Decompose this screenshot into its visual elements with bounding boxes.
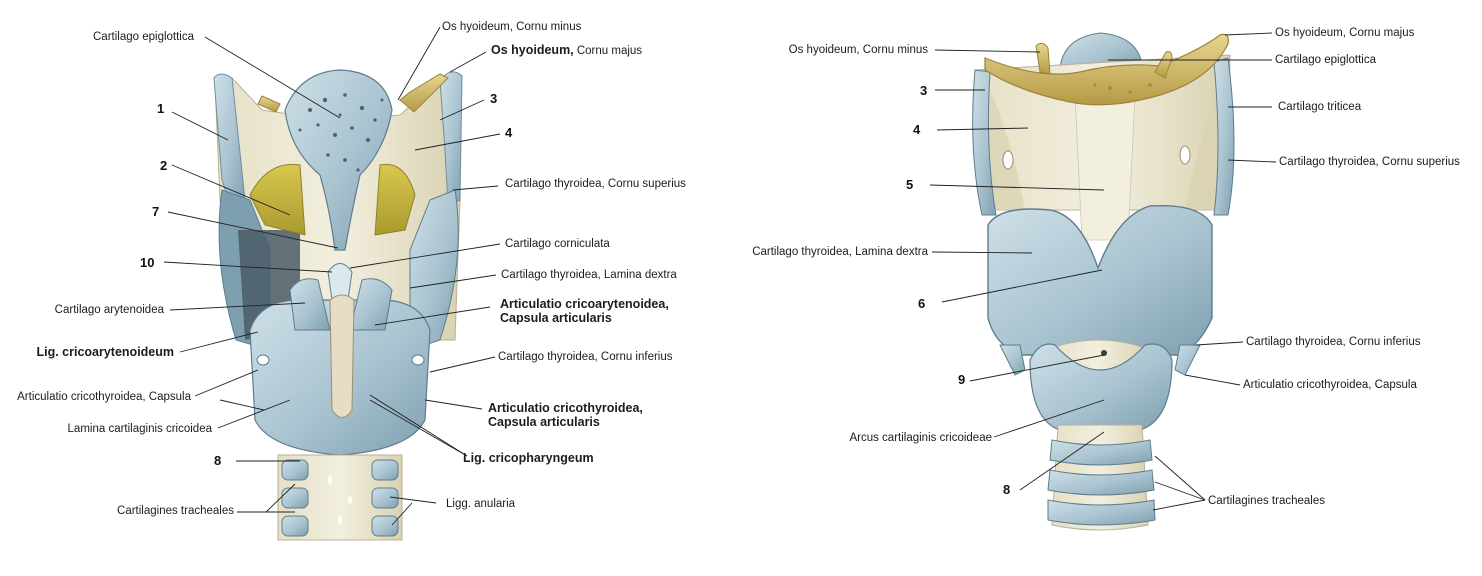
number-r-6: 6 — [918, 296, 926, 311]
number-r-3: 3 — [920, 83, 928, 98]
label-r-thyroidea-cornu-superius: Cartilago thyroidea, Cornu superius — [1279, 156, 1460, 168]
label-r-cartilago-triticea: Cartilago triticea — [1278, 101, 1362, 113]
number-8: 8 — [214, 453, 222, 468]
number-4: 4 — [505, 125, 513, 140]
left-larynx-drawing — [213, 69, 463, 541]
label-thyroidea-cornu-inferius: Cartilago thyroidea, Cornu inferius — [498, 351, 673, 363]
label-cricothyroidea-capsula-articularis: Articulatio cricothyroidea, Capsula arti… — [488, 401, 643, 429]
number-r-8: 8 — [1003, 482, 1011, 497]
label-r-os-hyoideum-cornu-minus: Os hyoideum, Cornu minus — [788, 44, 928, 56]
label-r-thyroidea-cornu-inferius: Cartilago thyroidea, Cornu inferius — [1246, 336, 1421, 348]
label-cricoarytenoidea-capsula: Articulatio cricoarytenoidea, Capsula ar… — [500, 297, 669, 325]
label-cartilago-corniculata: Cartilago corniculata — [505, 238, 610, 250]
label-r-cartilagines-tracheales: Cartilagines tracheales — [1208, 495, 1325, 507]
number-10: 10 — [140, 255, 155, 270]
label-cartilago-arytenoidea: Cartilago arytenoidea — [54, 304, 164, 316]
label-thyroidea-lamina-dextra: Cartilago thyroidea, Lamina dextra — [501, 269, 677, 281]
number-r-4: 4 — [913, 122, 921, 137]
number-2: 2 — [160, 158, 168, 173]
number-1: 1 — [157, 101, 165, 116]
label-r-cricothyroidea-capsula: Articulatio cricothyroidea, Capsula — [1243, 379, 1417, 391]
right-larynx-drawing — [972, 32, 1235, 531]
label-lamina-cricoidea: Lamina cartilaginis cricoidea — [67, 423, 212, 435]
label-thyroidea-cornu-superius: Cartilago thyroidea, Cornu superius — [505, 178, 686, 190]
label-cartilagines-tracheales-left: Cartilagines tracheales — [117, 505, 234, 517]
label-lig-cricoarytenoideum: Lig. cricoarytenoideum — [36, 345, 174, 359]
label-r-cartilago-epiglottica: Cartilago epiglottica — [1275, 54, 1377, 66]
right-leader-lines — [929, 32, 1277, 511]
label-os-hyoideum-cornu-minus: Os hyoideum, Cornu minus — [442, 21, 582, 33]
label-r-arcus-cricoideae: Arcus cartilaginis cricoideae — [849, 432, 992, 444]
label-cornu-majus: Cornu majus — [573, 45, 643, 57]
left-leader-lines — [163, 26, 501, 526]
label-lig-cricopharyngeum: Lig. cricopharyngeum — [463, 451, 594, 465]
label-cartilago-epiglottica: Cartilago epiglottica — [93, 31, 195, 43]
label-r-thyroidea-lamina-dextra: Cartilago thyroidea, Lamina dextra — [752, 246, 928, 258]
label-r-os-hyoideum-cornu-majus: Os hyoideum, Cornu majus — [1275, 27, 1415, 39]
label-cricothyroidea-capsula: Articulatio cricothyroidea, Capsula — [17, 391, 191, 403]
number-r-5: 5 — [906, 177, 914, 192]
number-7: 7 — [152, 204, 160, 219]
number-3: 3 — [490, 91, 498, 106]
label-os-hyoideum-cornu-majus: Os hyoideum, Cornu majus — [491, 43, 642, 58]
label-os-hyoideum-bold: Os hyoideum, — [491, 43, 574, 57]
label-ligg-anularia: Ligg. anularia — [446, 498, 516, 510]
number-r-9: 9 — [958, 372, 966, 387]
